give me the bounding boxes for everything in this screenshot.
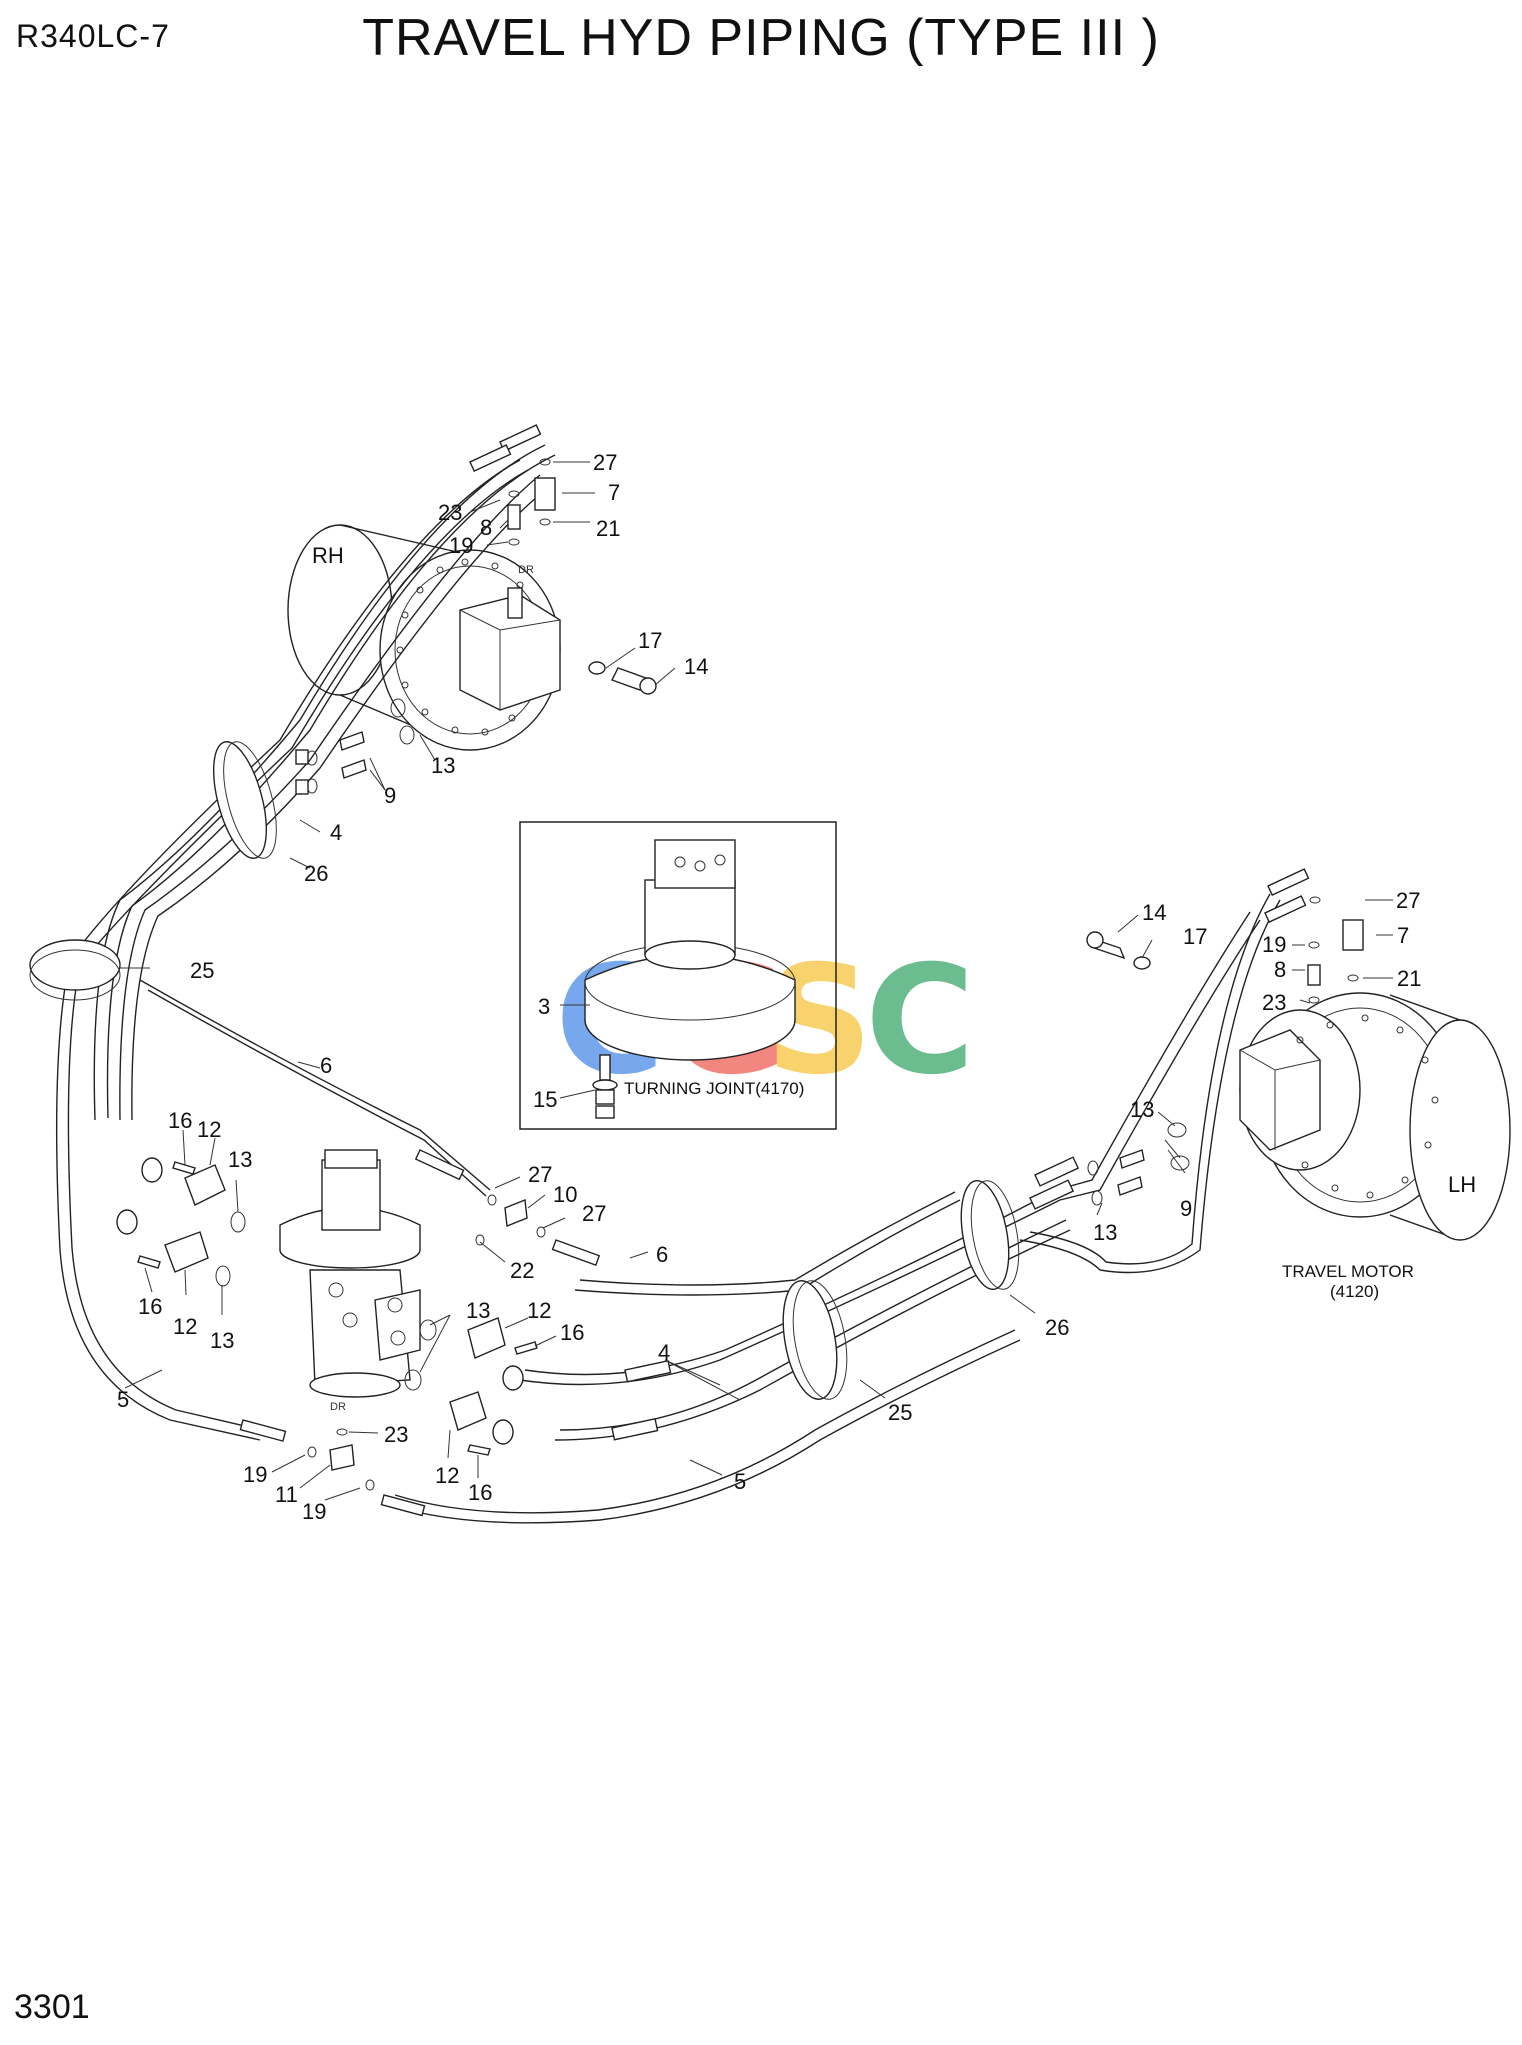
callout-lh-7: 7 (1397, 923, 1409, 948)
callout-rh-27: 27 (593, 450, 617, 475)
callout-b-19b: 19 (302, 1499, 326, 1524)
page-number: 3301 (14, 1988, 90, 2026)
callout-rh-26: 26 (304, 861, 328, 886)
callout-tj-27b: 27 (582, 1201, 606, 1226)
travel-motor-caption-line2: (4120) (1330, 1282, 1379, 1301)
hose-clamps (29, 741, 1020, 1400)
callout-b-19a: 19 (243, 1462, 267, 1487)
turning-joint: DR (279, 1149, 421, 1413)
callout-tj-27a: 27 (528, 1162, 552, 1187)
watermark-letter-c2: C (865, 934, 975, 1108)
inset-frame (519, 821, 837, 1130)
inset-caption: TURNING JOINT(4170) (624, 1079, 804, 1098)
callout-lh-13a: 13 (1130, 1097, 1154, 1122)
callout-tj-22: 22 (510, 1258, 534, 1283)
callout-rh-13: 13 (431, 753, 455, 778)
leader-lines (120, 461, 1393, 1501)
callout-lh-13b: 13 (1093, 1220, 1117, 1245)
callout-lh-19: 19 (1262, 932, 1286, 957)
callout-dr-23: 23 (384, 1422, 408, 1447)
callout-rh-19: 19 (449, 533, 473, 558)
callout-tj-10: 10 (553, 1182, 577, 1207)
rh-label: RH (312, 543, 344, 568)
callout-rh-14: 14 (684, 654, 708, 679)
small-parts (116, 458, 1364, 1491)
callout-rh-7: 7 (608, 480, 620, 505)
callout-mid-6: 6 (320, 1053, 332, 1078)
dr-mark-top: DR (518, 564, 534, 576)
callout-bl-13: 13 (210, 1328, 234, 1353)
callout-mr-12: 12 (527, 1298, 551, 1323)
callout-rh-23: 23 (438, 500, 462, 525)
callout-tl-12: 12 (197, 1117, 221, 1142)
callout-inset-3: 3 (538, 994, 550, 1019)
callout-lh-8: 8 (1274, 957, 1286, 982)
callout-lh-27: 27 (1396, 888, 1420, 913)
callout-tl-13: 13 (228, 1147, 252, 1172)
callout-bot-25: 25 (888, 1400, 912, 1425)
travel-motor-caption-line1: TRAVEL MOTOR (1282, 1262, 1414, 1281)
callout-mid-13: 13 (466, 1298, 490, 1323)
page-title: TRAVEL HYD PIPING (TYPE III ) (362, 9, 1160, 67)
callout-bot-5: 5 (734, 1469, 746, 1494)
callout-rh-9: 9 (384, 783, 396, 808)
callouts: 27 7 23 8 21 19 17 14 13 9 4 26 25 3 15 … (117, 450, 1421, 1524)
callout-tj-6: 6 (656, 1242, 668, 1267)
dr-mark-bottom: DR (330, 1401, 346, 1413)
callout-mr-16: 16 (560, 1320, 584, 1345)
callout-tl-16: 16 (168, 1108, 192, 1133)
callout-left-25: 25 (190, 958, 214, 983)
callout-rh-17: 17 (638, 628, 662, 653)
callout-low-16: 16 (468, 1480, 492, 1505)
callout-left-5: 5 (117, 1387, 129, 1412)
turning-joint-inset: TURNING JOINT(4170) (519, 821, 837, 1130)
callout-rh-4: 4 (330, 820, 342, 845)
callout-lh-23: 23 (1262, 990, 1286, 1015)
callout-mid-4: 4 (658, 1340, 670, 1365)
lh-travel-motor: LH TRAVEL MOTOR (4120) (1239, 992, 1511, 1301)
callout-bl-16: 16 (138, 1294, 162, 1319)
callout-r-26: 26 (1045, 1315, 1069, 1340)
callout-lh-9: 9 (1180, 1196, 1192, 1221)
callout-inset-15: 15 (533, 1087, 557, 1112)
callout-rh-21: 21 (596, 516, 620, 541)
callout-b-11: 11 (275, 1482, 298, 1507)
callout-lh-14: 14 (1142, 900, 1166, 925)
callout-lh-21: 21 (1397, 966, 1421, 991)
callout-bl-12: 12 (173, 1314, 197, 1339)
hose-fittings (239, 424, 1310, 1517)
model-number: R340LC-7 (16, 18, 170, 54)
callout-low-12: 12 (435, 1463, 459, 1488)
callout-rh-8: 8 (480, 515, 492, 540)
lh-label: LH (1448, 1172, 1476, 1197)
callout-lh-17: 17 (1183, 924, 1207, 949)
